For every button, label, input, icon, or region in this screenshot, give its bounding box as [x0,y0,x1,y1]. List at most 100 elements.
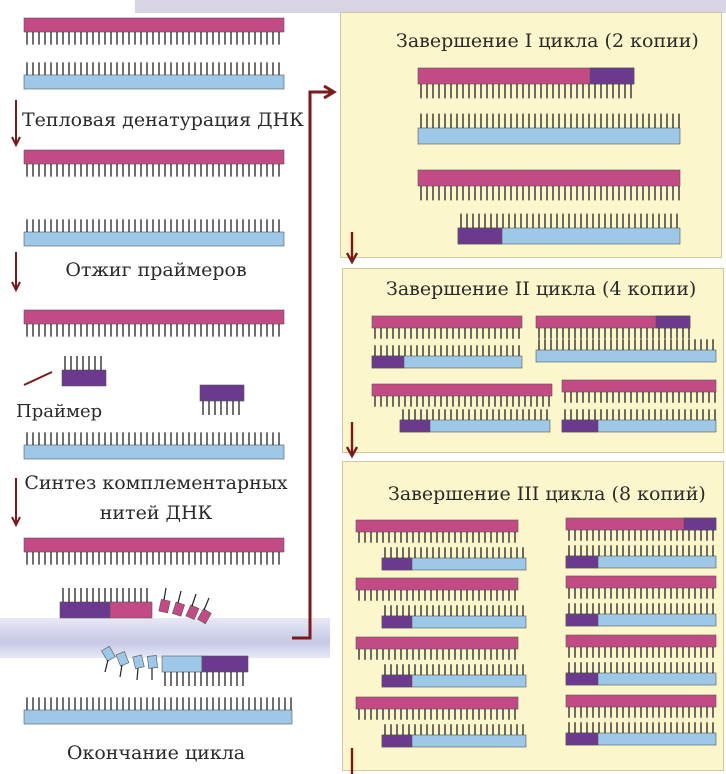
step4-strand-bottom-bases [27,697,291,710]
cycle3-right-1-bottom-bases [569,603,713,614]
free-nucleotide-1 [172,602,184,616]
step4-strand-bottom [24,710,292,724]
cycle3-left-3-bottom-bases [385,724,523,735]
cycle3-left-1-top [356,578,518,590]
cycle2-copy1-bottom-primer [372,356,404,368]
cycle-1-title: Завершение I цикла (2 копии) [396,30,699,52]
cycle2-copy1-top-bases [375,328,519,339]
free-nucleotide-tick-3 [204,598,209,610]
cycle2-copy4-top [562,380,716,392]
primer-right-bases [203,401,239,415]
cycle3-left-2-top-bases [359,649,515,660]
cycle1-copy1-bottom-bases [421,114,679,128]
step3-lower-primer [202,656,248,672]
free-nucleotide-blue-0 [102,646,116,661]
step-end-label: Окончание цикла [22,742,290,764]
cycle3-right-2-top-bases [569,647,713,658]
cycle3-right-0-top-primer [684,518,716,530]
step3-lower-bases [165,672,243,686]
free-nucleotide-2 [186,605,199,620]
free-nucleotide-blue-2 [133,655,145,669]
free-nucleotide-tick-0 [164,588,166,600]
step1-strand-top-bases [27,164,279,177]
primer-pointer-arrow [24,372,52,385]
step3-new-bases [63,588,147,602]
step3-strand-top-bases [27,552,279,565]
free-nucleotide-tick-2 [192,594,196,606]
free-nucleotide-blue-3 [147,656,157,669]
step3-lower-new-strand [162,656,202,672]
cycle3-left-2-top [356,637,518,649]
cycle3-left-0-bottom-primer [382,558,412,570]
free-nucleotide-3 [198,609,212,624]
step1-strand-top [24,150,284,164]
cycle3-right-1-bottom-primer [566,614,598,626]
step0-template-top [24,18,284,32]
cycle1-copy1-top-primer [590,68,634,84]
cycle2-copy2-top-bases [539,328,689,339]
cycle2-copy3-bottom-bases [403,409,547,420]
step0-template-bottom [24,75,284,89]
cycle3-right-0-top-bases [569,530,713,541]
step3-strand-top [24,538,284,552]
cycle3-right-3-bottom-bases [569,722,713,733]
step3-new-primer [60,602,110,618]
free-nucleotide-blue-tick-1 [120,665,122,677]
cycle3-right-2-bottom-bases [569,662,713,673]
cycle3-left-1-bottom-bases [385,605,523,616]
step1-strand-bottom-bases [27,219,279,232]
cycle1-copy2-top [418,170,680,186]
cycle2-copy4-top-bases [565,392,715,403]
cycle3-left-3-top-bases [359,709,515,720]
free-nucleotide-blue-tick-2 [137,668,138,680]
cycle1-copy1-top-bases [421,84,631,98]
cycle3-left-0-bottom-bases [385,547,523,558]
cycle2-copy4-bottom-primer [562,420,598,432]
cycle3-left-1-bottom-primer [382,616,412,628]
step0-template-top-bases [27,32,279,45]
primer-left [62,370,106,386]
cycle1-copy2-bottom-primer [458,228,502,244]
step0-template-bottom-bases [27,62,279,75]
step-synthesis-label-line2: нитей ДНК [18,502,294,524]
step-denaturation-label: Тепловая денатурация ДНК [22,109,290,131]
cycle3-left-3-top [356,697,518,709]
cycle3-right-3-top-bases [569,707,713,718]
cycle3-left-0-top [356,520,518,532]
step1-strand-bottom [24,232,284,246]
cycle2-copy2-bottom-bases [539,339,713,350]
cycle3-right-3-top [566,695,716,707]
cycle-2-title: Завершение II цикла (4 копии) [386,278,696,300]
primer-right [200,385,244,401]
free-nucleotide-tick-1 [178,591,181,603]
cycle3-left-3-bottom-primer [382,735,412,747]
cycle3-left-1-top-bases [359,590,515,601]
cycle1-copy2-bottom-bases [461,214,677,228]
cycle-3-title: Завершение III цикла (8 копий) [388,483,706,505]
step2-strand-bottom-bases [27,432,279,445]
cycle3-right-0-bottom-bases [569,545,713,556]
cycle3-left-2-bottom-bases [385,664,523,675]
cycle1-copy1-bottom [418,128,680,144]
cycle2-copy2-top-primer [656,316,690,328]
cycle2-copy1-bottom-bases [375,345,519,356]
cycle3-right-0-bottom-primer [566,556,598,568]
cycle3-right-2-top [566,635,716,647]
free-nucleotide-blue-tick-0 [105,660,108,672]
cycle2-copy2-bottom [536,350,716,362]
cycle3-right-2-bottom-primer [566,673,598,685]
primer-label: Праймер [16,401,102,422]
cycle2-copy3-bottom-primer [400,420,430,432]
cycle3-left-0-top-bases [359,532,515,543]
step2-strand-top-bases [27,324,279,337]
cycle3-right-1-top [566,576,716,588]
cycle3-left-2-bottom-primer [382,675,412,687]
step-synthesis-label-line1: Синтез комплементарных [18,472,294,494]
primer-left-bases [65,356,101,370]
cycle2-copy1-top [372,316,522,328]
step-annealing-label: Отжиг праймеров [22,259,290,281]
step3-new-strand [110,602,152,618]
connector-arrow [292,92,332,638]
step2-strand-bottom [24,445,284,459]
cycle3-right-3-bottom-primer [566,733,598,745]
